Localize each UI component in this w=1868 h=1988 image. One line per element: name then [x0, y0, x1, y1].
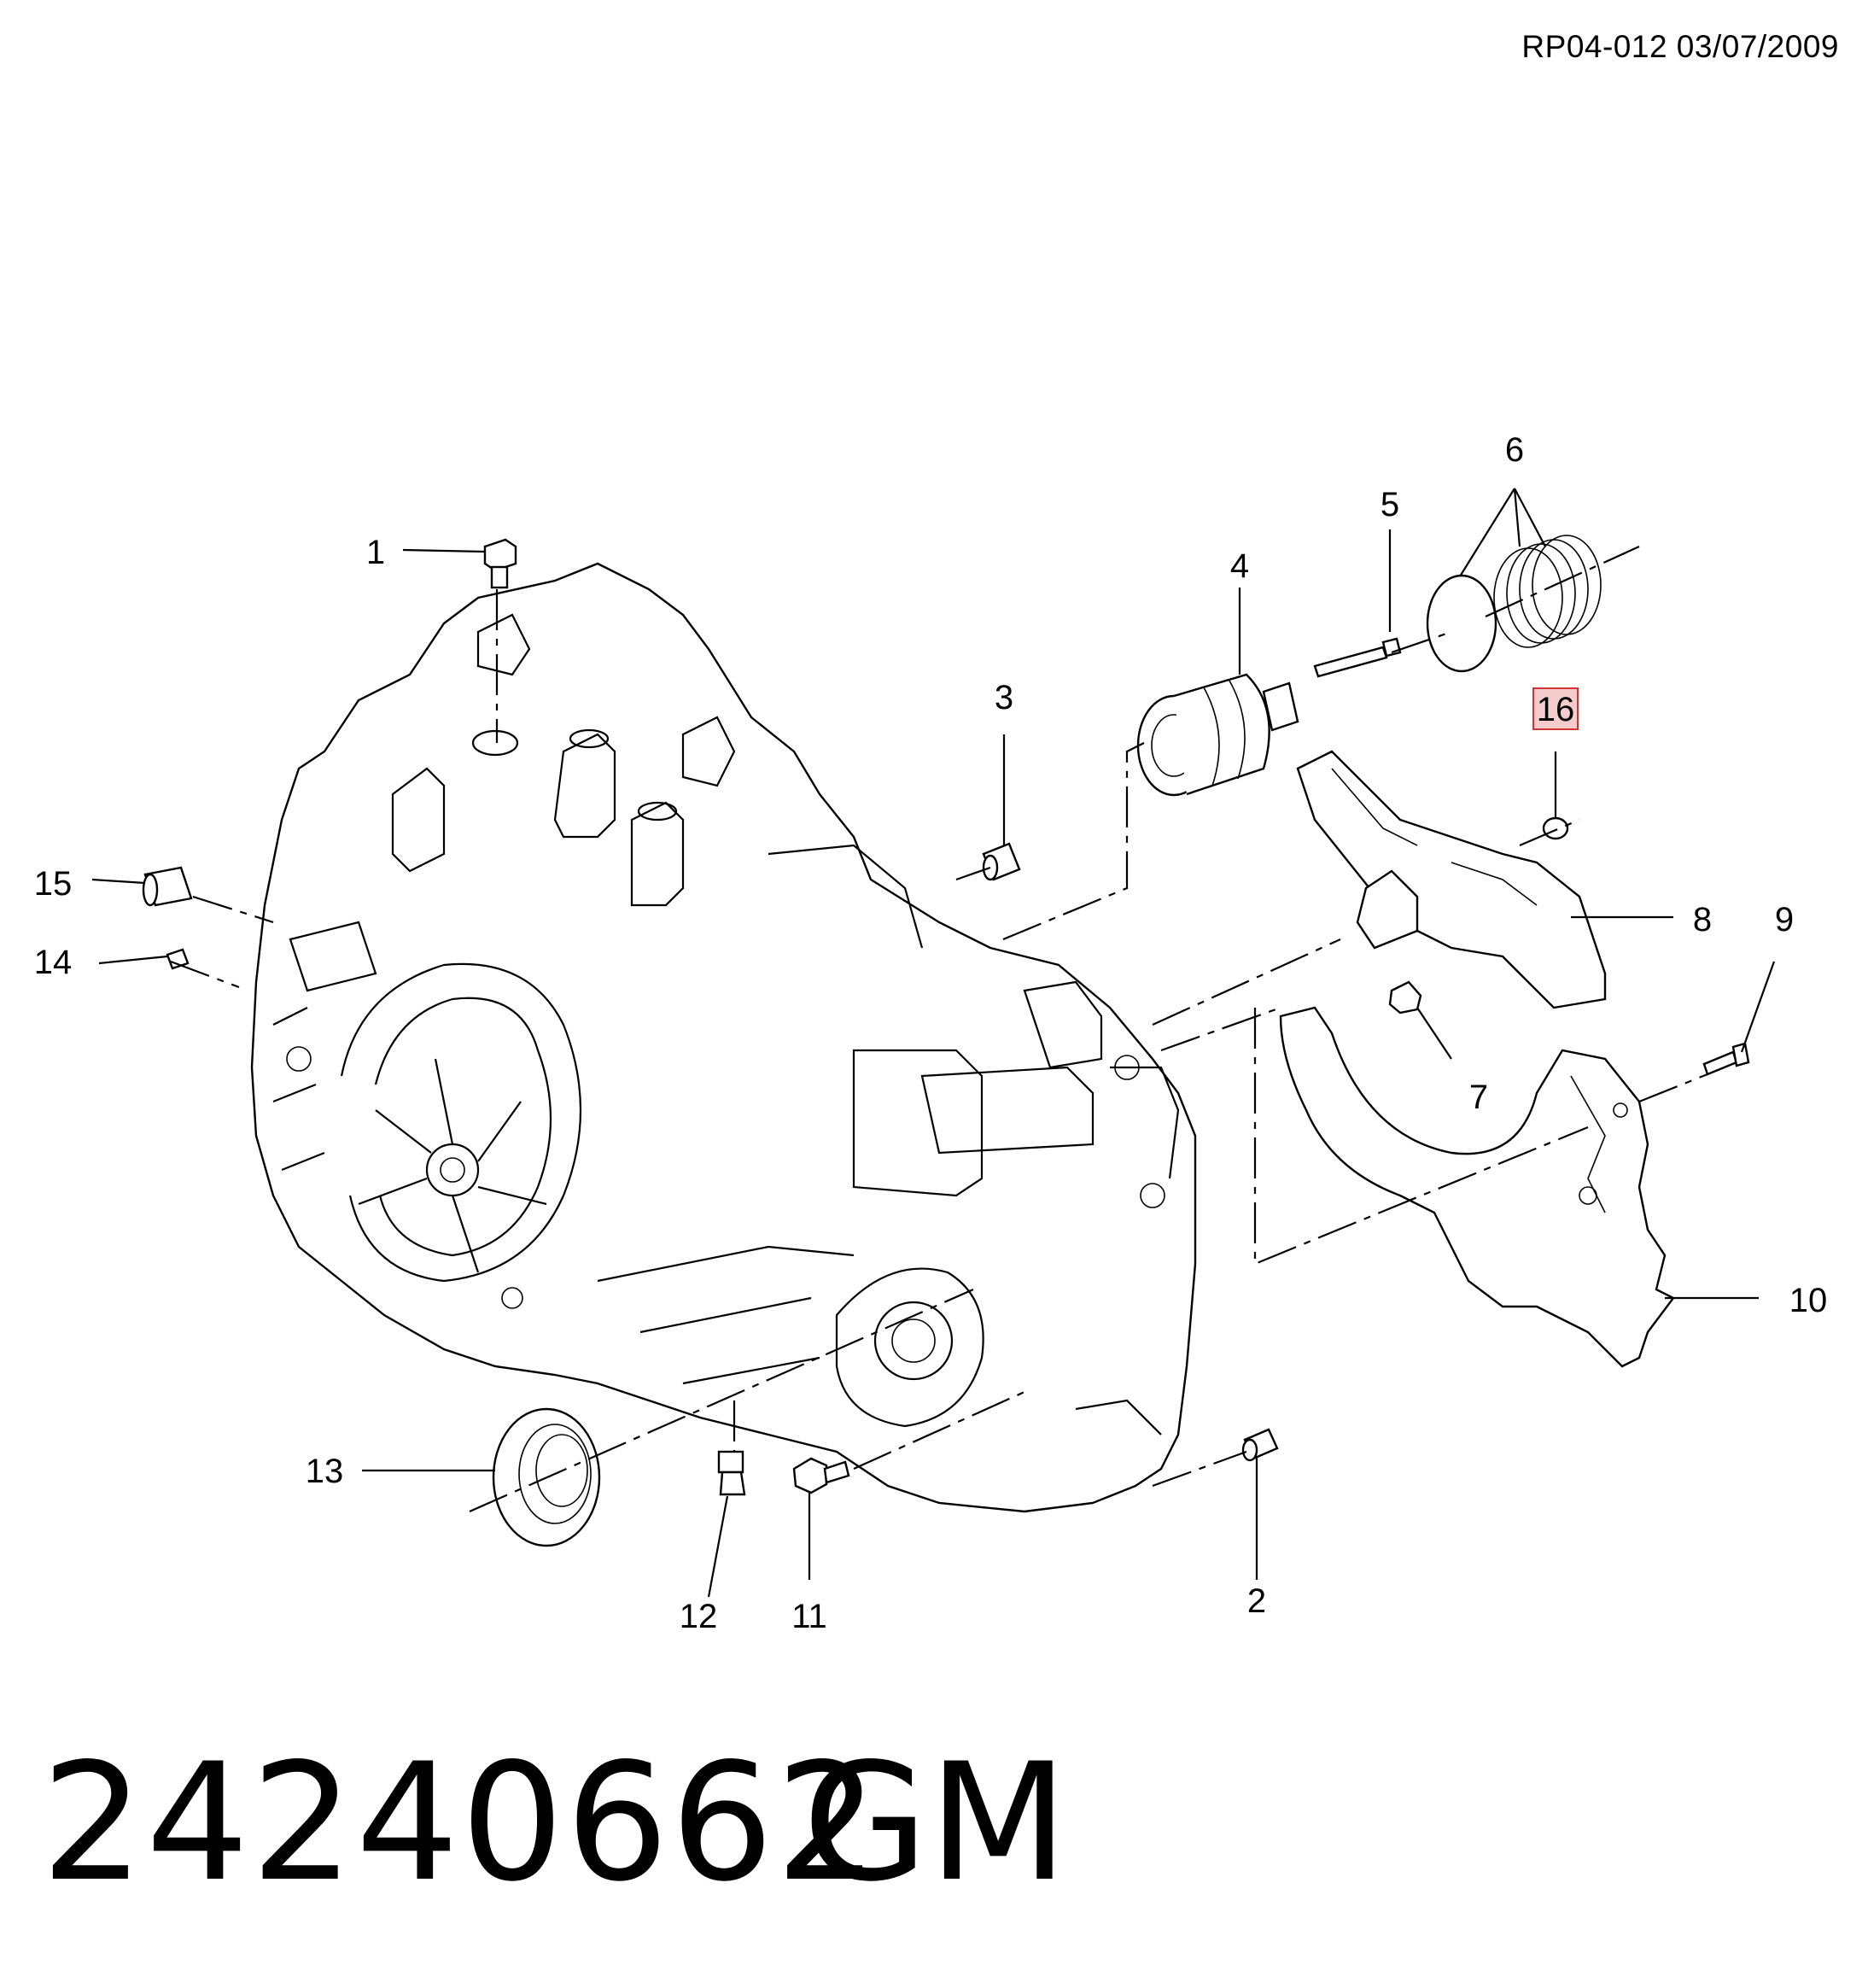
callout-3: 3	[995, 679, 1013, 716]
diagram-reference: RP04-012 03/07/2009	[1521, 29, 1839, 64]
part-11-bolt	[792, 1457, 850, 1494]
callout-10: 10	[1789, 1282, 1828, 1319]
callout-15: 15	[34, 865, 73, 903]
part-4-piston	[1136, 673, 1299, 797]
callout-2: 2	[1247, 1582, 1266, 1620]
leader-lines	[91, 488, 1776, 1598]
part-1-bolt	[483, 538, 517, 589]
part-2-dowel	[1241, 1428, 1279, 1462]
transmission-case	[250, 562, 1197, 1513]
callout-16: 16	[1537, 691, 1575, 728]
part-5-pin	[1313, 637, 1402, 678]
part-7-nut	[1388, 980, 1422, 1014]
callout-16-highlight	[1532, 687, 1579, 730]
part-9-bolt	[1702, 1042, 1750, 1076]
part-6-springs	[1426, 535, 1602, 673]
part-15-sleeve	[142, 866, 193, 907]
callout-8: 8	[1693, 901, 1712, 938]
part-14-plug	[166, 948, 190, 970]
callout-7: 7	[1469, 1079, 1488, 1116]
callout-13: 13	[306, 1453, 344, 1490]
assembly-lines	[170, 545, 1708, 1513]
callout-6: 6	[1505, 431, 1524, 469]
brand-name: GM	[803, 1728, 1069, 1917]
part-8-bracket	[1296, 750, 1607, 1009]
callout-5: 5	[1381, 486, 1399, 523]
callout-4: 4	[1230, 547, 1249, 585]
part-3-sleeve	[982, 842, 1021, 881]
part-number: 24240662	[41, 1728, 881, 1917]
callout-11: 11	[791, 1598, 827, 1635]
part-12-fitting	[717, 1450, 746, 1496]
callout-labels: 1 2 3 4 5 6 7 8 9 10 11 12 13 14 15 16	[34, 431, 1828, 1635]
callout-1: 1	[366, 534, 385, 571]
callout-9: 9	[1775, 901, 1794, 938]
callout-14: 14	[34, 944, 73, 981]
part-10-shield	[1279, 1006, 1675, 1368]
callout-12: 12	[680, 1598, 718, 1635]
part-16-nut	[1542, 816, 1569, 840]
